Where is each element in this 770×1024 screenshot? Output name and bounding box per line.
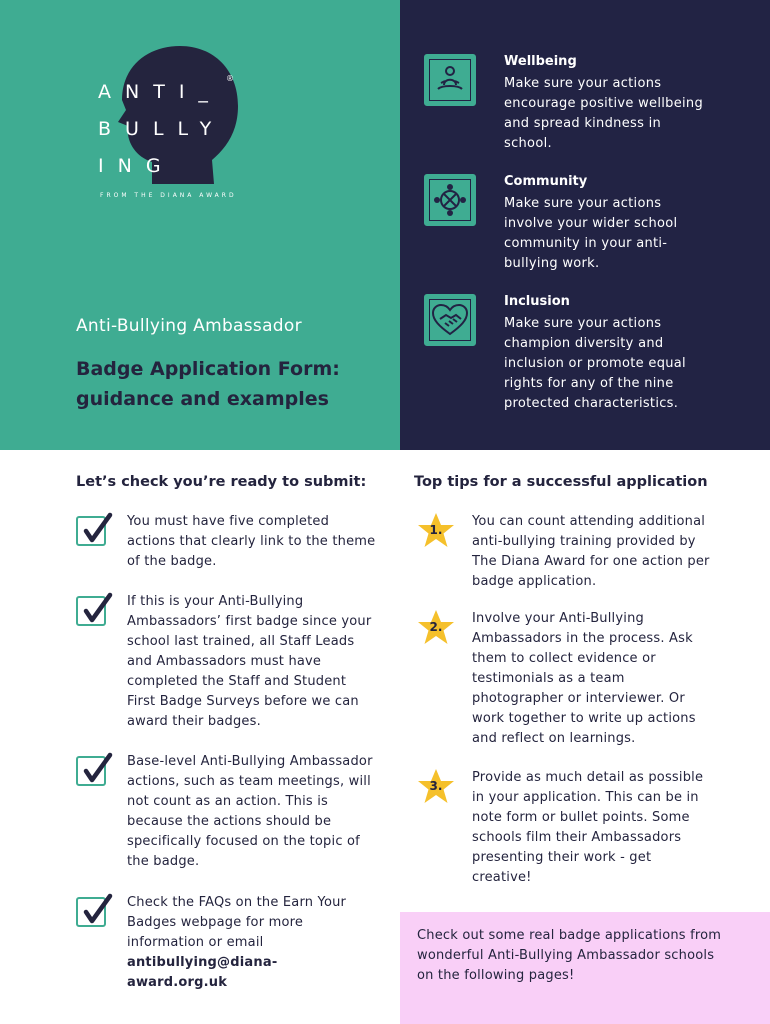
checklist-item-text: You must have five completed actions tha… <box>127 514 376 569</box>
tip-number: 3. <box>429 779 443 793</box>
checkmark-icon <box>83 893 113 924</box>
tip-text: Involve your Anti-Bullying Ambassadors i… <box>472 611 696 746</box>
tips-heading: Top tips for a successful application <box>414 474 708 490</box>
checkbox-icon <box>76 752 113 786</box>
checkbox-icon <box>76 893 113 927</box>
value-heading: Inclusion <box>504 294 570 309</box>
checkbox-icon <box>76 512 113 546</box>
tip-number: 2. <box>429 620 443 634</box>
tip-text: You can count attending additional anti-… <box>472 514 710 589</box>
checklist-item-text: Base-level Anti-Bullying Ambassador acti… <box>127 754 373 869</box>
meditation-icon <box>424 54 476 106</box>
page-title: Badge Application Form: guidance and exa… <box>76 358 340 410</box>
star-icon <box>418 513 454 547</box>
checklist-item-text: If this is your Anti-Bullying Ambassador… <box>127 594 372 729</box>
email-link[interactable]: antibullying@diana-award.org.uk <box>127 955 278 990</box>
page-subtitle: Anti-Bullying Ambassador <box>76 316 302 336</box>
checkmark-icon <box>83 752 113 783</box>
logo-row-2: BULLY <box>98 118 226 140</box>
logo-row-1: ANTI_ <box>98 81 222 103</box>
callout-text: Check out some real badge applications f… <box>417 928 722 983</box>
value-body: Make sure your actions involve your wide… <box>504 196 678 271</box>
community-icon <box>424 174 476 226</box>
faq-text: Check the FAQs on the Earn Your Badges w… <box>127 895 347 950</box>
star-icon <box>418 769 454 803</box>
values-panel: Wellbeing Make sure your actions encoura… <box>400 0 770 450</box>
checkmark-icon <box>83 592 113 623</box>
anti-bullying-logo: ANTI_ BULLY ING ® FROM THE DIANA AWARD <box>92 44 262 209</box>
value-body: Make sure your actions encourage positiv… <box>504 76 704 151</box>
logo-row-3: ING <box>98 155 175 177</box>
value-body: Make sure your actions champion diversit… <box>504 316 686 411</box>
callout-box: Check out some real badge applications f… <box>400 912 770 1024</box>
value-heading: Wellbeing <box>504 54 577 69</box>
star-icon <box>418 610 454 644</box>
hero-left-panel: ANTI_ BULLY ING ® FROM THE DIANA AWARD A… <box>0 0 400 450</box>
tip-number: 1. <box>429 523 443 537</box>
tip-text: Provide as much detail as possible in yo… <box>472 770 704 885</box>
checkmark-icon <box>83 512 113 543</box>
head-silhouette-icon <box>118 46 238 184</box>
value-heading: Community <box>504 174 588 189</box>
checkbox-icon <box>76 592 113 626</box>
checklist-heading: Let’s check you’re ready to submit: <box>76 474 367 490</box>
heart-handshake-icon <box>424 294 476 346</box>
registered-mark: ® <box>226 74 234 83</box>
logo-tagline: FROM THE DIANA AWARD <box>100 192 237 199</box>
checklist-item-text: Check the FAQs on the Earn Your Badges w… <box>127 893 377 993</box>
